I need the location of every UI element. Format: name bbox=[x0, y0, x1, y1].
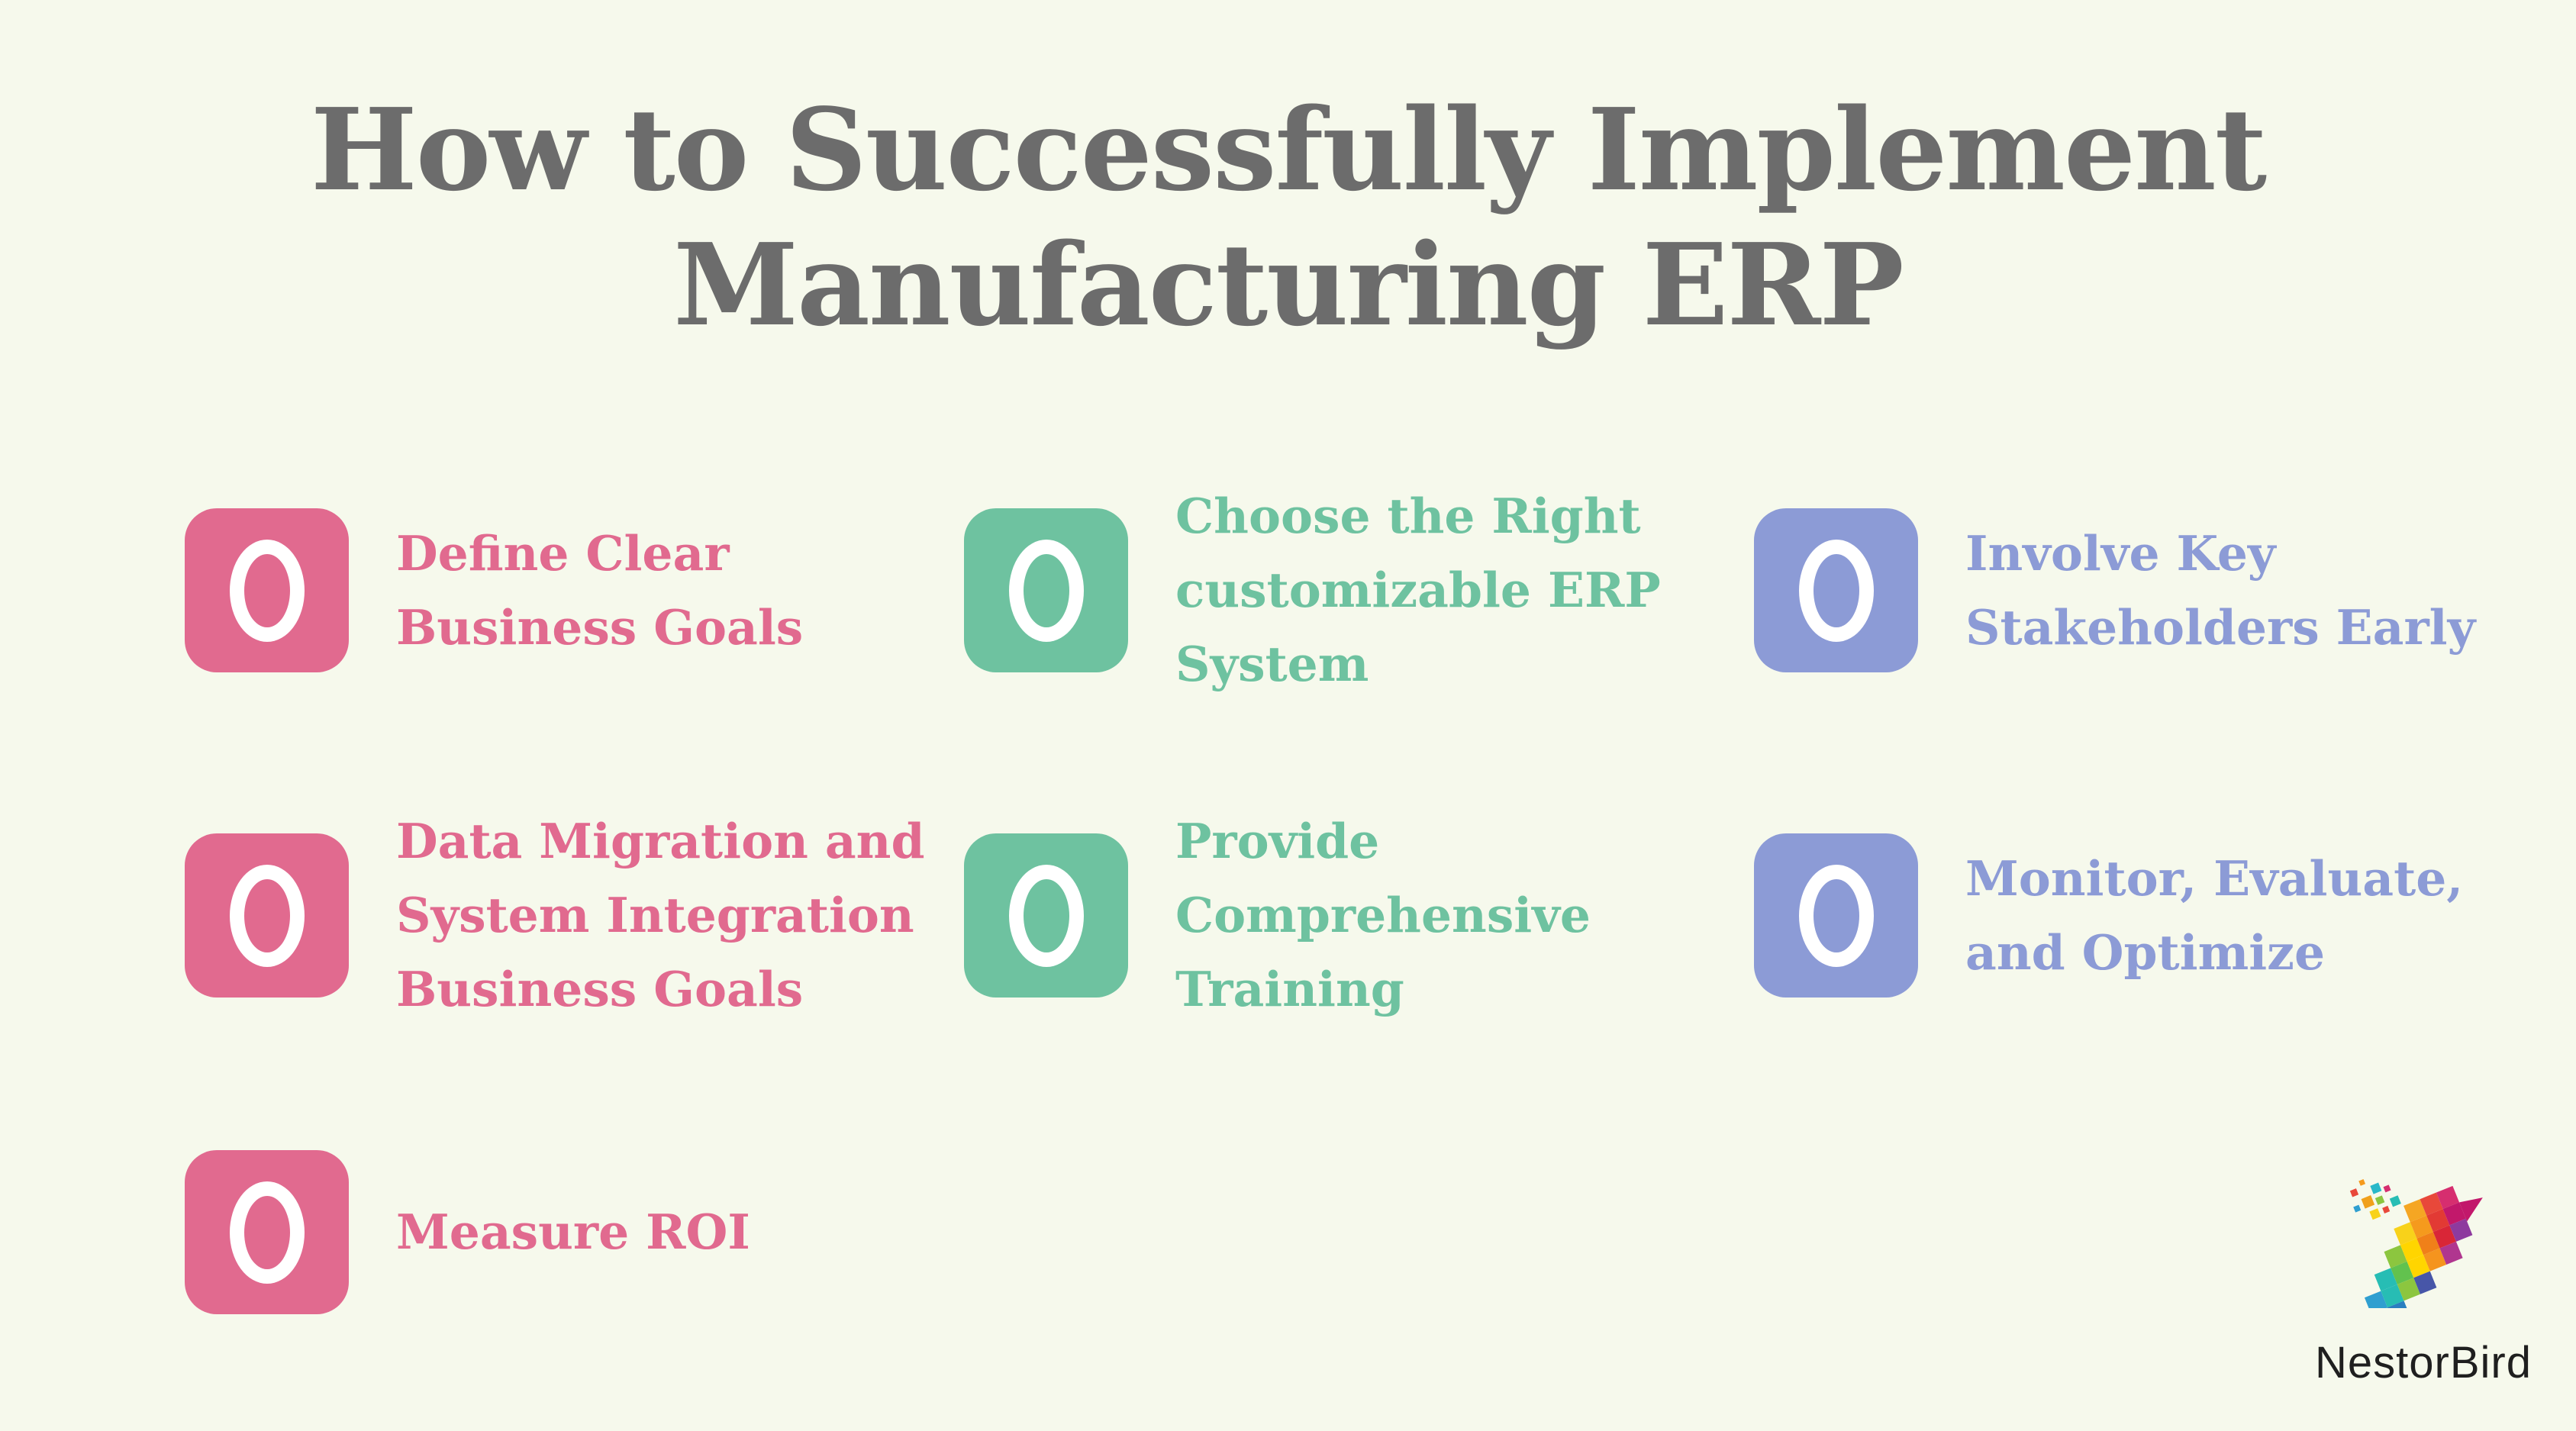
step-label: Monitor, Evaluate,and Optimize bbox=[1965, 849, 2464, 981]
page-title-line-2: Manufacturing ERP bbox=[673, 218, 1904, 351]
circle-outline-icon bbox=[1008, 539, 1084, 642]
brand-block: NestorBird bbox=[2297, 1174, 2549, 1388]
step-icon-chip bbox=[185, 1150, 349, 1314]
page-title: How to Successfully Implement Manufactur… bbox=[0, 82, 2576, 353]
circle-outline-icon bbox=[1798, 539, 1874, 642]
page-title-line-1: How to Successfully Implement bbox=[310, 83, 2267, 216]
step-icon-chip bbox=[185, 833, 349, 998]
circle-outline-icon bbox=[1798, 864, 1874, 967]
circle-outline-icon bbox=[229, 539, 305, 642]
circle-outline-icon bbox=[1008, 864, 1084, 967]
step-label: Measure ROI bbox=[396, 1204, 750, 1260]
step-item-measure-roi: Measure ROI bbox=[185, 1150, 750, 1314]
step-item-monitor-optimize: Monitor, Evaluate,and Optimize bbox=[1754, 833, 2463, 998]
step-icon-chip bbox=[964, 508, 1128, 672]
step-icon-chip bbox=[1754, 508, 1918, 672]
circle-outline-icon bbox=[229, 864, 305, 967]
circle-outline-icon bbox=[229, 1181, 305, 1284]
step-icon-chip bbox=[1754, 833, 1918, 998]
step-icon-chip bbox=[185, 508, 349, 672]
step-icon-chip bbox=[964, 833, 1128, 998]
brand-wordmark: NestorBird bbox=[2315, 1338, 2532, 1387]
nestorbird-bird-icon bbox=[2349, 1178, 2483, 1308]
